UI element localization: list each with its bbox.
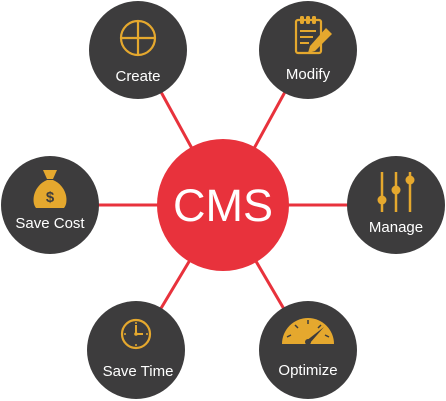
node-modify-label: Modify — [286, 66, 331, 83]
crosshair-icon — [119, 19, 157, 57]
notepad-pencil-icon — [294, 16, 332, 55]
node-save-time: Save Time — [87, 301, 185, 399]
svg-text:$: $ — [46, 189, 55, 206]
node-create-label: Create — [115, 68, 160, 85]
node-optimize-circle — [259, 301, 357, 399]
center-circle — [157, 139, 289, 271]
node-modify-circle — [259, 1, 357, 99]
node-optimize: Optimize — [259, 301, 357, 399]
node-manage-label: Manage — [369, 219, 423, 236]
sliders-icon — [377, 172, 415, 212]
node-save-cost-label: Save Cost — [15, 215, 85, 232]
center-node: CMS — [157, 139, 289, 271]
node-create: Create — [89, 1, 187, 99]
node-manage: Manage — [347, 156, 445, 254]
center-label: CMS — [173, 180, 273, 231]
node-save-time-label: Save Time — [103, 363, 174, 380]
node-modify: Modify — [259, 1, 357, 99]
speedometer-icon — [282, 318, 334, 345]
clock-icon — [120, 318, 152, 350]
node-optimize-label: Optimize — [278, 362, 337, 379]
node-save-time-circle — [87, 301, 185, 399]
node-save-cost: $ Save Cost — [1, 156, 99, 254]
money-bag-icon: $ — [33, 170, 67, 208]
